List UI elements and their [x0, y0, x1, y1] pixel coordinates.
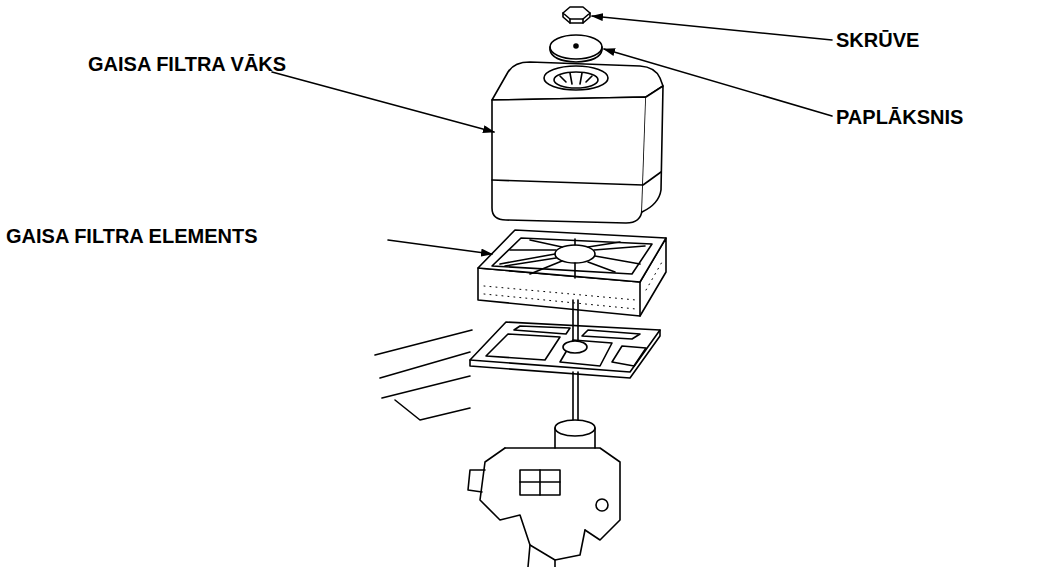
leader-line [604, 49, 832, 116]
screw-part [563, 7, 590, 23]
air-filter-element [478, 230, 666, 316]
stud-rod [573, 372, 578, 425]
air-filter-cover [492, 62, 663, 223]
part-label: GAISA FILTRA VĀKS [88, 52, 388, 76]
part-label: PAPLĀKSNIS [836, 105, 1036, 129]
part-label: SKRŪVE [836, 28, 1036, 52]
carburetor-body [468, 420, 620, 567]
base-plate [470, 322, 660, 378]
stud-rod [573, 300, 578, 340]
washer-part [550, 35, 602, 62]
part-label: GAISA FILTRA ELEMENTS [6, 224, 396, 248]
leader-line [592, 16, 832, 40]
leader-line [272, 72, 494, 132]
leader-line [388, 240, 492, 254]
engine-body [375, 330, 472, 420]
